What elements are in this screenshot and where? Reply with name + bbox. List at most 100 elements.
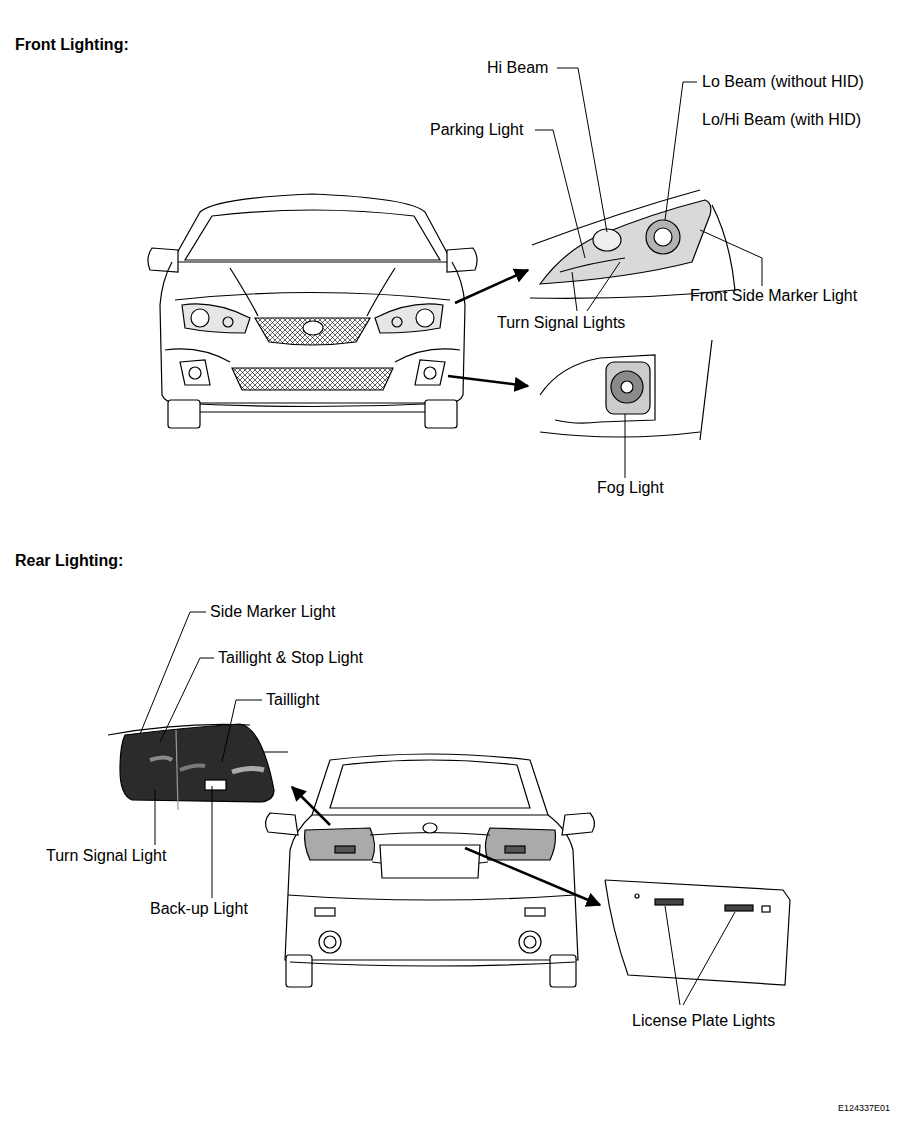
front-car-illustration	[191, 309, 209, 327]
fog-light-detail	[540, 355, 655, 423]
taillight-detail	[108, 724, 288, 810]
figure-code: E124337E01	[838, 1104, 890, 1113]
license-plate-detail	[635, 894, 639, 898]
front-car-illustration	[165, 349, 460, 362]
front-car-illustration	[175, 293, 450, 301]
front-car-illustration	[232, 368, 393, 390]
part-label: Parking Light	[430, 122, 523, 138]
front-car-illustration	[447, 248, 477, 272]
fog-light-detail	[621, 381, 633, 393]
fog-light-detail	[700, 340, 712, 440]
rear-car-illustration	[315, 908, 335, 916]
part-label: Fog Light	[597, 480, 664, 496]
rear-car-illustration	[265, 813, 298, 835]
headlight-detail	[646, 220, 680, 254]
leader-line	[700, 230, 762, 286]
leader-line	[155, 790, 156, 845]
license-plate-detail	[605, 880, 790, 985]
rear-car-illustration	[324, 936, 336, 948]
fog-light-detail	[606, 362, 650, 414]
headlight-detail	[593, 229, 621, 251]
front-car-illustration	[223, 317, 233, 327]
rear-car-illustration	[550, 955, 576, 987]
license-plate-detail	[605, 880, 790, 900]
rear-car-illustration	[319, 931, 341, 953]
part-label: Lo Beam (without HID)	[702, 74, 864, 90]
rear-car-illustration	[265, 754, 594, 987]
pointer-arrow	[455, 270, 528, 303]
rear-car-illustration	[288, 895, 575, 900]
license-plate-detail	[605, 880, 790, 985]
front-car-illustration	[255, 318, 370, 345]
rear-car-illustration	[286, 955, 312, 987]
front-car-illustration	[172, 194, 452, 262]
rear-car-illustration	[380, 845, 480, 878]
front-car-illustration	[168, 400, 200, 428]
leader-line	[572, 262, 620, 311]
license-plate-detail	[655, 899, 683, 905]
front-car-illustration	[415, 360, 445, 385]
front-car-illustration	[148, 194, 477, 428]
rear-car-illustration	[290, 962, 575, 966]
rear-car-illustration	[285, 815, 578, 960]
front-car-illustration	[182, 304, 250, 333]
rear-car-illustration	[312, 754, 548, 815]
part-label: Lo/Hi Beam (with HID)	[702, 112, 861, 128]
rear-car-illustration	[330, 760, 530, 808]
part-label: Side Marker Light	[210, 604, 335, 620]
leader-line	[222, 700, 262, 762]
front-car-illustration	[160, 262, 465, 403]
pointer-arrow	[292, 787, 330, 825]
fog-light-detail	[540, 340, 712, 440]
front-car-illustration	[200, 411, 425, 412]
rear-car-illustration	[505, 846, 525, 853]
leader-line	[665, 906, 735, 1005]
license-plate-detail	[725, 905, 753, 911]
leader-line	[160, 658, 214, 742]
leader-line	[535, 130, 585, 258]
section-heading: Front Lighting:	[15, 37, 129, 53]
front-car-illustration	[416, 309, 434, 327]
front-car-illustration	[185, 210, 440, 260]
leader-line	[212, 786, 213, 898]
rear-car-illustration	[485, 828, 555, 860]
part-label: Back-up Light	[150, 901, 248, 917]
leader-line	[535, 68, 762, 478]
rear-car-illustration	[423, 823, 437, 833]
front-car-illustration	[425, 400, 457, 428]
headlight-detail	[654, 228, 672, 246]
rear-car-illustration	[305, 828, 375, 860]
front-car-illustration	[303, 321, 323, 335]
part-label: License Plate Lights	[632, 1013, 775, 1029]
part-label: Turn Signal Light	[46, 848, 166, 864]
part-label: Taillight	[266, 692, 319, 708]
taillight-detail	[180, 766, 205, 771]
fog-light-detail	[611, 371, 643, 403]
headlight-detail	[712, 205, 735, 290]
pointer-arrow	[292, 787, 600, 905]
leader-line	[665, 82, 697, 220]
part-label: Taillight & Stop Light	[218, 650, 363, 666]
rear-car-illustration	[335, 846, 355, 853]
rear-car-illustration	[562, 813, 595, 835]
front-car-illustration	[424, 367, 436, 379]
rear-car-illustration	[525, 908, 545, 916]
pointer-arrow	[465, 848, 600, 905]
part-label: Hi Beam	[487, 60, 548, 76]
front-car-illustration	[175, 403, 450, 407]
part-label: Front Side Marker Light	[690, 288, 857, 304]
front-car-illustration	[148, 248, 178, 272]
part-label: Turn Signal Lights	[497, 315, 625, 331]
headlight-detail	[540, 200, 711, 284]
front-car-illustration	[180, 360, 210, 385]
headlight-detail	[530, 190, 735, 298]
rear-car-illustration	[519, 931, 541, 953]
pointer-arrow	[448, 376, 528, 386]
taillight-detail	[150, 758, 172, 761]
rear-car-illustration	[524, 936, 536, 948]
fog-light-detail	[540, 432, 700, 437]
section-heading: Rear Lighting:	[15, 553, 123, 569]
taillight-detail	[205, 780, 226, 790]
